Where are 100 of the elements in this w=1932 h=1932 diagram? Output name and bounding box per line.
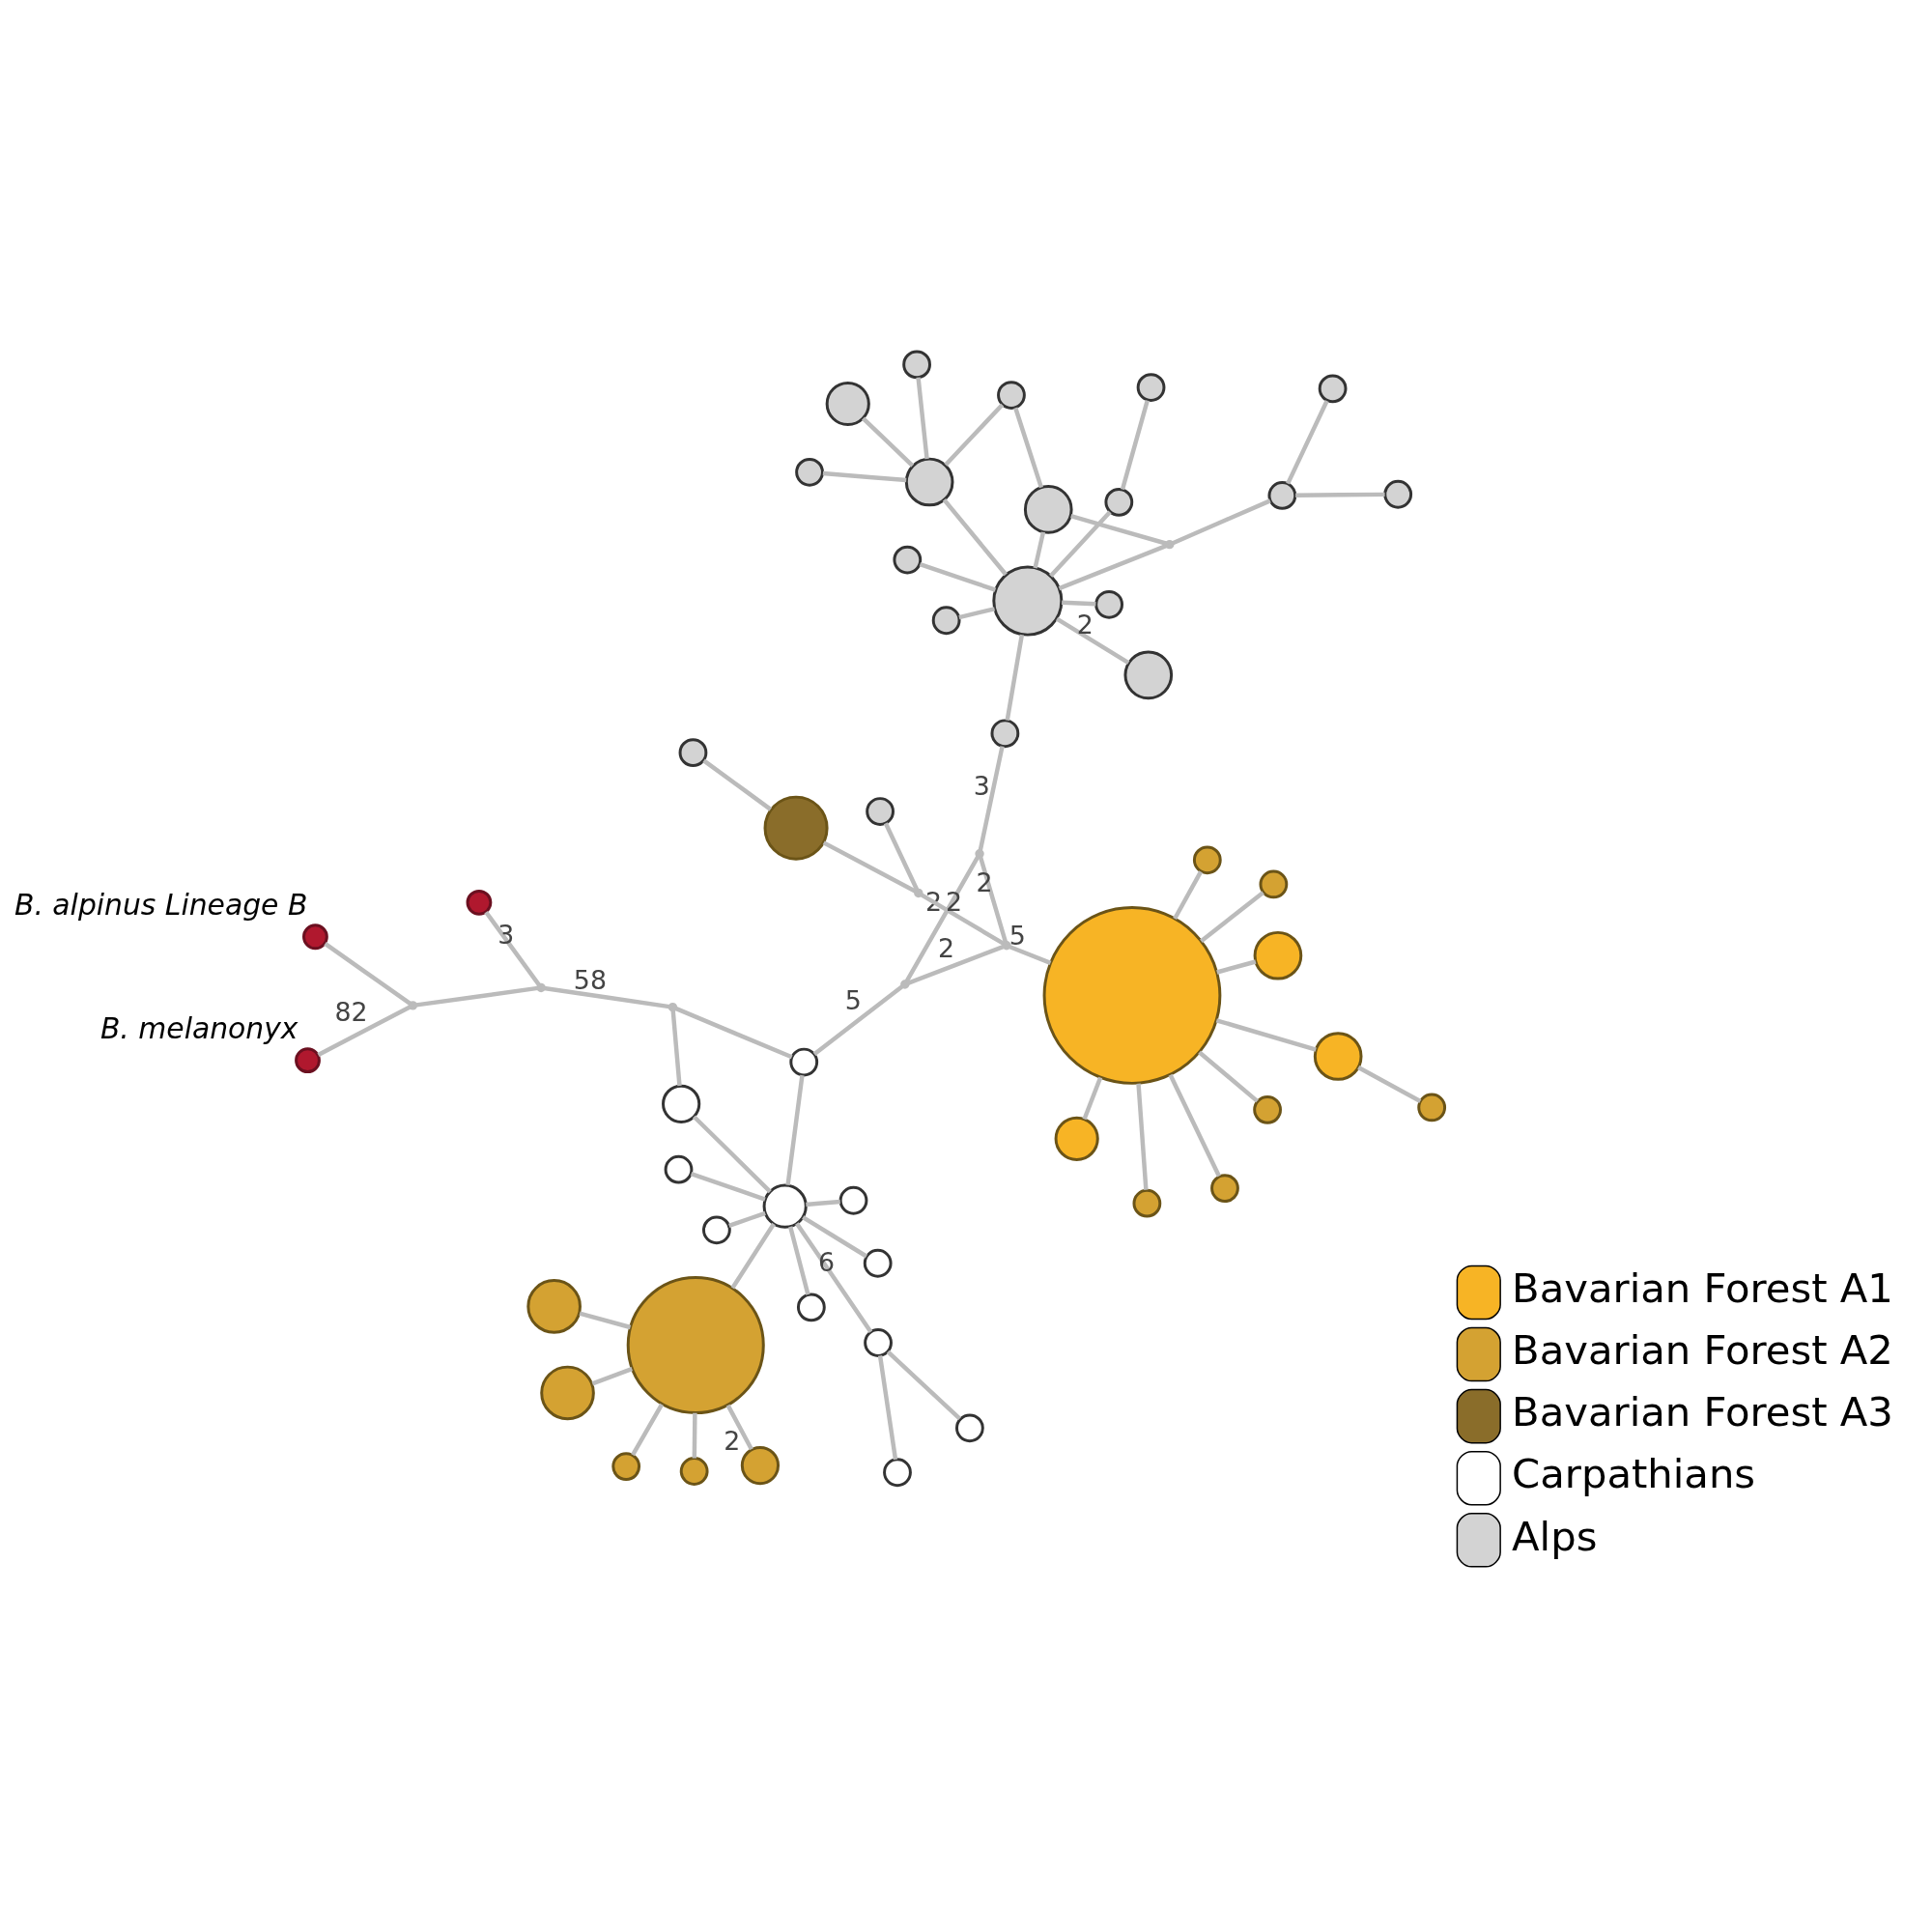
node-circle bbox=[901, 350, 931, 380]
node-circle bbox=[1252, 1094, 1282, 1124]
connector bbox=[692, 1412, 697, 1459]
connector bbox=[812, 984, 903, 1056]
connector bbox=[727, 1210, 766, 1228]
edge-label: 3 bbox=[497, 919, 514, 950]
connector bbox=[886, 1350, 961, 1421]
node-circle bbox=[1259, 869, 1288, 899]
edge-label: 5 bbox=[844, 984, 862, 1015]
node-circle bbox=[626, 1276, 765, 1415]
node-circle bbox=[991, 565, 1063, 637]
node-circle bbox=[664, 1154, 693, 1184]
node-point bbox=[899, 980, 909, 989]
node-circle bbox=[825, 381, 870, 427]
edge-label: 3 bbox=[973, 770, 990, 801]
connector bbox=[1285, 400, 1329, 485]
node-circle bbox=[661, 1084, 700, 1123]
node-circle bbox=[863, 1328, 893, 1357]
connector bbox=[1199, 891, 1264, 944]
node-circle bbox=[904, 457, 953, 507]
connector bbox=[630, 1403, 664, 1457]
connector bbox=[1058, 543, 1167, 591]
connector bbox=[787, 1226, 810, 1295]
node-circle bbox=[763, 795, 829, 861]
node-circle bbox=[892, 545, 922, 575]
node-circle bbox=[1132, 1188, 1161, 1218]
connector bbox=[883, 822, 919, 891]
connector bbox=[670, 1009, 682, 1087]
node-point bbox=[1164, 539, 1174, 550]
node-label: B. melanonyx bbox=[99, 1011, 298, 1046]
connector bbox=[805, 1199, 840, 1208]
connector bbox=[415, 985, 538, 1008]
connector bbox=[692, 1115, 772, 1194]
node-circle bbox=[996, 381, 1026, 410]
node-circle bbox=[990, 719, 1019, 749]
connector bbox=[1197, 1050, 1259, 1103]
connector bbox=[316, 1005, 411, 1057]
connector bbox=[1120, 400, 1150, 491]
connector bbox=[822, 470, 906, 483]
connector bbox=[1055, 616, 1129, 666]
node-circle bbox=[1209, 1174, 1239, 1203]
legend-label: Bavarian Forest A2 bbox=[1511, 1326, 1893, 1375]
node-circle bbox=[294, 1047, 321, 1074]
legend-label: Bavarian Forest A3 bbox=[1511, 1388, 1893, 1436]
connector bbox=[906, 945, 1004, 985]
connector bbox=[1081, 1076, 1102, 1121]
connector bbox=[1032, 531, 1045, 569]
connector bbox=[877, 1355, 897, 1461]
connector bbox=[1294, 492, 1385, 498]
connector bbox=[1168, 1073, 1221, 1178]
edge-label: 2 bbox=[945, 887, 962, 918]
node-circle bbox=[301, 923, 328, 951]
node-circle bbox=[1054, 1116, 1099, 1161]
connector bbox=[1215, 959, 1256, 975]
node-point bbox=[408, 1001, 417, 1010]
connector bbox=[957, 607, 995, 620]
connector bbox=[822, 840, 917, 894]
node-circle bbox=[788, 1047, 818, 1077]
connector bbox=[674, 1006, 793, 1060]
connector bbox=[784, 1074, 805, 1185]
connector bbox=[1061, 600, 1095, 607]
node-label: B. alpinus Lineage B bbox=[14, 888, 307, 923]
connector bbox=[483, 910, 541, 986]
node-circle bbox=[1094, 589, 1123, 619]
edge-label: 6 bbox=[817, 1247, 835, 1278]
connector bbox=[1048, 510, 1112, 578]
edge-label: 82 bbox=[334, 996, 368, 1027]
node-circle bbox=[1023, 485, 1073, 534]
node-point bbox=[1001, 941, 1011, 951]
connector bbox=[1356, 1065, 1421, 1103]
node-circle bbox=[863, 1248, 893, 1278]
edge-label: 2 bbox=[723, 1425, 740, 1456]
connector bbox=[1009, 945, 1051, 965]
node-circle bbox=[838, 1185, 867, 1215]
node-circle bbox=[740, 1445, 780, 1486]
legend-label: Alps bbox=[1511, 1512, 1597, 1560]
node-point bbox=[535, 982, 546, 993]
node-circle bbox=[1122, 650, 1173, 700]
connector bbox=[1172, 870, 1203, 921]
node-point bbox=[913, 888, 923, 898]
node-circle bbox=[1192, 845, 1222, 875]
connector bbox=[1135, 1083, 1149, 1190]
connector bbox=[1171, 498, 1271, 546]
edge-label: 2 bbox=[1076, 609, 1094, 639]
connector bbox=[730, 1222, 776, 1290]
node-circle bbox=[1042, 906, 1221, 1085]
edge-label: 58 bbox=[573, 965, 607, 996]
connector bbox=[323, 942, 412, 1006]
node-circle bbox=[611, 1452, 640, 1481]
node-circle bbox=[762, 1183, 808, 1229]
node-circle bbox=[865, 797, 895, 826]
connector bbox=[591, 1367, 633, 1386]
connector bbox=[690, 1172, 766, 1202]
connector bbox=[725, 1404, 753, 1451]
node-circle bbox=[794, 457, 824, 487]
connector bbox=[801, 1215, 867, 1259]
node-circle bbox=[466, 889, 492, 916]
node-point bbox=[668, 1002, 677, 1012]
node-circle bbox=[1136, 373, 1165, 402]
connector bbox=[794, 1222, 872, 1333]
